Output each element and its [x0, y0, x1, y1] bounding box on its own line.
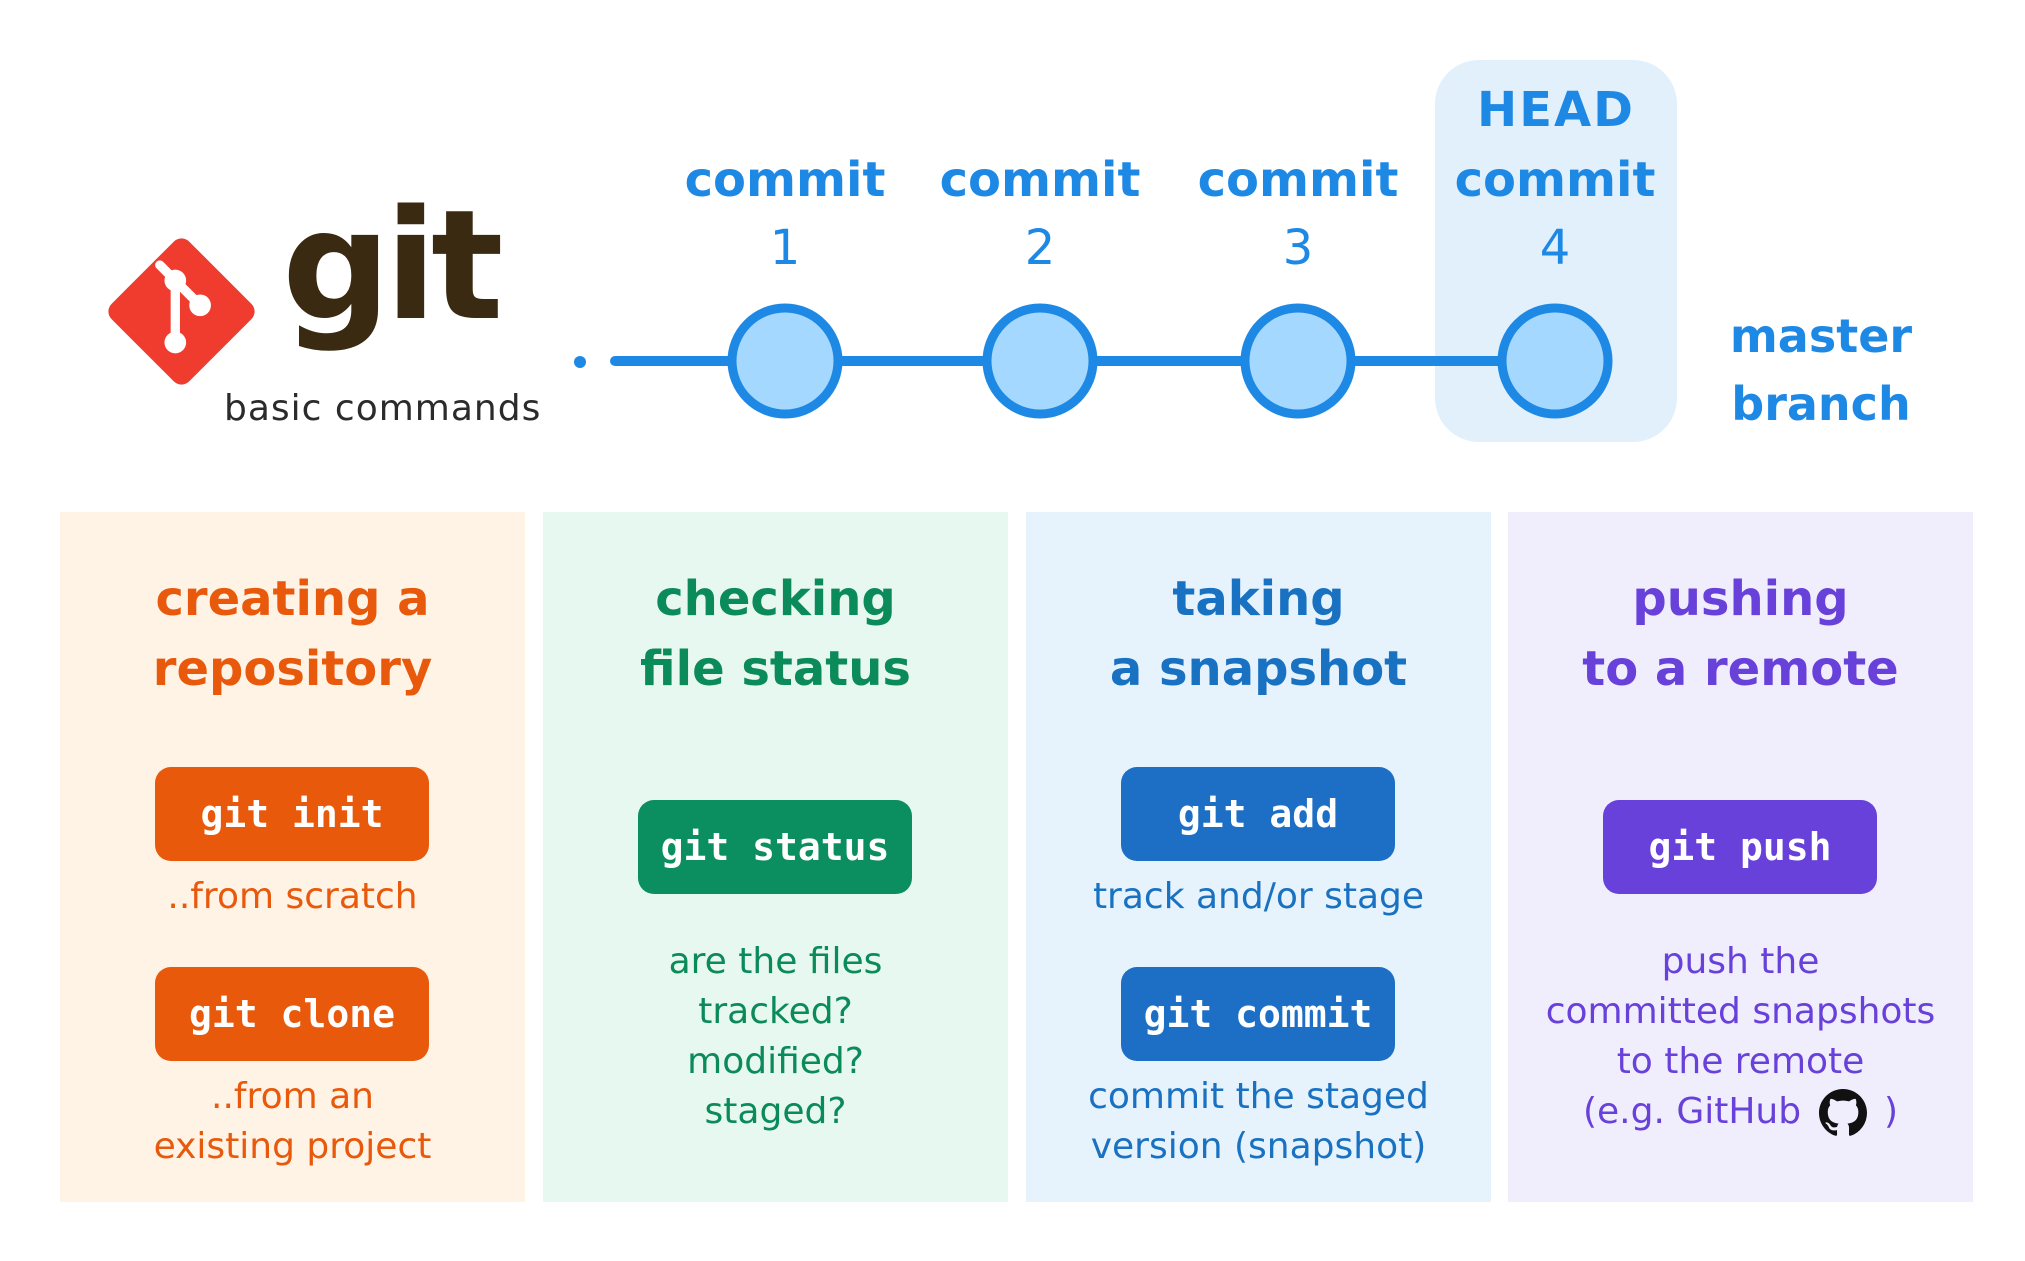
commit-label-text: commit: [1197, 152, 1399, 208]
git-clone-note: ..from an existing project: [60, 1072, 525, 1172]
git-add-note: track and/or stage: [1026, 872, 1491, 922]
git-add-command: git add: [1121, 767, 1395, 861]
panel-checking-file-status: checking file status git status are the …: [543, 512, 1008, 1202]
git-clone-command: git clone: [155, 967, 429, 1061]
panel-title: pushing to a remote: [1508, 564, 1973, 704]
note-line: ..from an: [211, 1076, 374, 1117]
panel-title-line2: a snapshot: [1109, 641, 1408, 697]
commit-number: 2: [1024, 220, 1056, 276]
panel-title-line1: creating a: [155, 571, 430, 627]
commit-label-text: commit: [1454, 152, 1656, 208]
note-line: commit the staged: [1088, 1076, 1429, 1117]
commit-node-1: [727, 303, 843, 419]
git-wordmark: git: [282, 177, 504, 354]
github-note-prefix: (e.g. GitHub: [1582, 1091, 1802, 1132]
note-line: modified?: [687, 1041, 864, 1082]
github-example-line: (e.g. GitHub ): [1508, 1087, 1973, 1137]
panel-title-line2: repository: [152, 641, 433, 697]
commit-label-3: commit 3: [1188, 146, 1408, 282]
branch-label-line2: branch: [1731, 377, 1911, 431]
commit-timeline: [574, 303, 1613, 419]
note-line: tracked?: [698, 991, 853, 1032]
panel-title-line2: file status: [640, 641, 911, 697]
commit-label-text: commit: [939, 152, 1141, 208]
git-init-note: ..from scratch: [60, 872, 525, 922]
note-line: are the files: [668, 941, 883, 982]
panel-taking-snapshot: taking a snapshot git add track and/or s…: [1026, 512, 1491, 1202]
note-line: committed snapshots: [1545, 991, 1936, 1032]
branch-label: master branch: [1706, 302, 1936, 438]
panel-title-line1: checking: [655, 571, 896, 627]
git-status-note: are the files tracked? modified? staged?: [543, 937, 1008, 1137]
git-commit-command: git commit: [1121, 967, 1395, 1061]
note-line: to the remote: [1616, 1041, 1865, 1082]
git-init-command: git init: [155, 767, 429, 861]
note-line: push the: [1661, 941, 1820, 982]
commit-number: 4: [1539, 220, 1571, 276]
panel-title: checking file status: [543, 564, 1008, 704]
panel-title: taking a snapshot: [1026, 564, 1491, 704]
head-label: HEAD: [1477, 82, 1635, 138]
commit-number: 3: [1282, 220, 1314, 276]
commit-node-4: [1497, 303, 1613, 419]
commit-node-2: [982, 303, 1098, 419]
commit-node-3: [1240, 303, 1356, 419]
git-status-command: git status: [638, 800, 912, 894]
commit-label-text: commit: [684, 152, 886, 208]
commit-label-2: commit 2: [930, 146, 1150, 282]
git-commit-note: commit the staged version (snapshot): [1026, 1072, 1491, 1172]
commit-label-4: commit 4: [1445, 146, 1665, 282]
note-line: track and/or stage: [1092, 876, 1425, 917]
panel-creating-repository: creating a repository git init ..from sc…: [60, 512, 525, 1202]
note-line: existing project: [153, 1126, 432, 1167]
panel-title-line2: to a remote: [1582, 641, 1899, 697]
panel-title-line1: pushing: [1632, 571, 1849, 627]
note-line: ..from scratch: [167, 876, 418, 917]
branch-label-line1: master: [1729, 309, 1913, 363]
git-push-note: push the committed snapshots to the remo…: [1508, 937, 1973, 1137]
git-logo-icon: [108, 238, 255, 385]
commit-label-1: commit 1: [675, 146, 895, 282]
subtitle: basic commands: [224, 388, 542, 429]
github-note-suffix: ): [1884, 1091, 1899, 1132]
panel-title: creating a repository: [60, 564, 525, 704]
note-line: version (snapshot): [1090, 1126, 1427, 1167]
panel-title-line1: taking: [1172, 571, 1345, 627]
timeline-start-dot: [574, 356, 586, 368]
git-push-command: git push: [1603, 800, 1877, 894]
note-line: staged?: [704, 1091, 847, 1132]
commit-number: 1: [769, 220, 801, 276]
panel-pushing-remote: pushing to a remote git push push the co…: [1508, 512, 1973, 1202]
github-icon: [1818, 1089, 1867, 1136]
